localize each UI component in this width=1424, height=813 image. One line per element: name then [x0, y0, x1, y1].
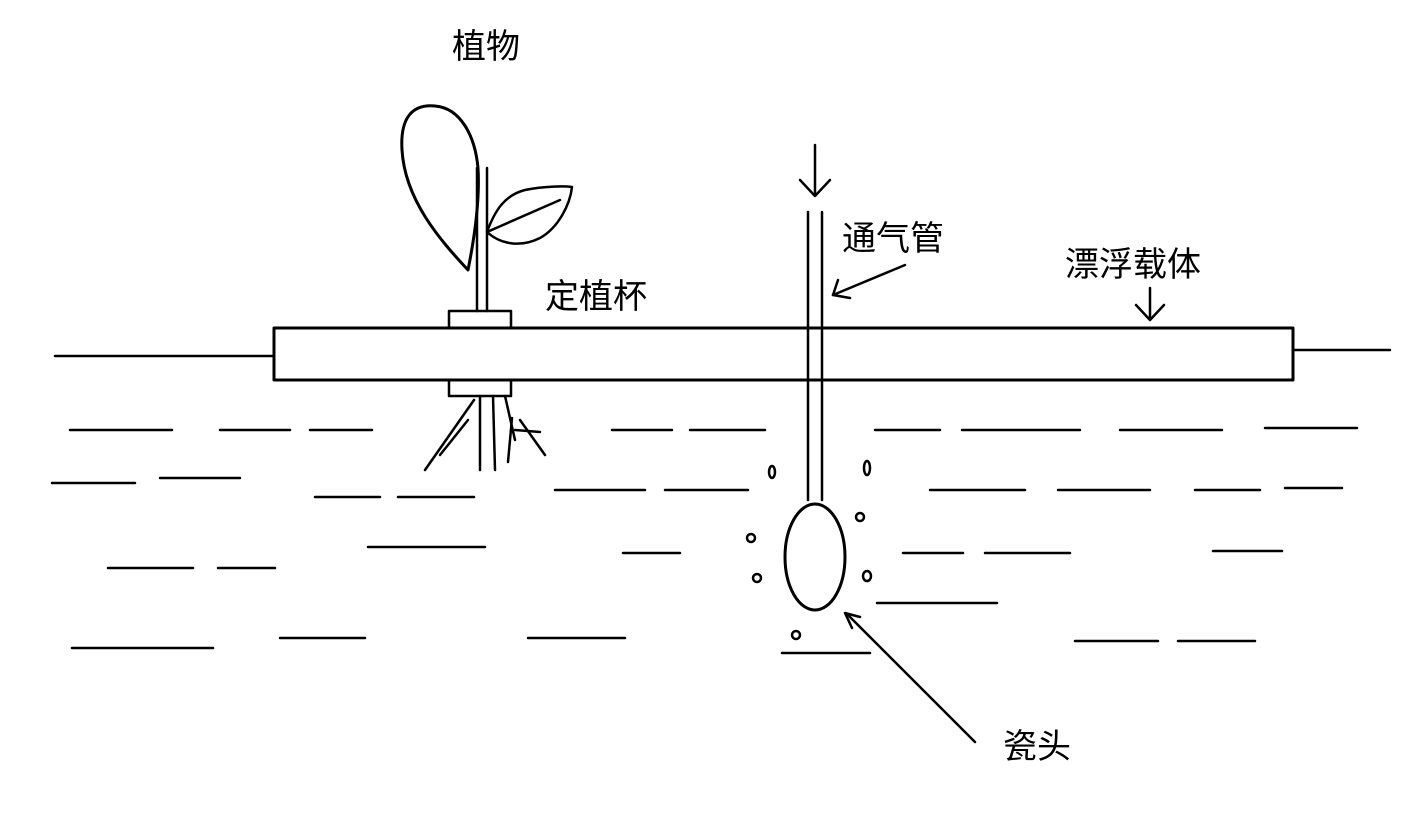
- air-tube-label: 通气管: [842, 219, 944, 259]
- bubbles: [745, 459, 873, 641]
- planting-cup-bottom: [447, 378, 513, 398]
- plant: [400, 104, 574, 472]
- air-tube-pointer: [831, 263, 907, 300]
- planting-cup-label: 定植杯: [545, 277, 647, 317]
- plant-label: 植物: [452, 27, 520, 67]
- air-tube: [798, 143, 832, 502]
- floating-carrier-pointer: [1134, 286, 1166, 322]
- ceramic-head-pointer: [843, 611, 977, 744]
- planting-cup-top: [447, 309, 513, 330]
- water-dashes: [50, 426, 1359, 655]
- floating-carrier: [272, 326, 1295, 382]
- ceramic-head-label: 瓷头: [1003, 727, 1071, 767]
- ceramic-head: [783, 502, 847, 612]
- floating-carrier-label: 漂浮载体: [1065, 245, 1201, 285]
